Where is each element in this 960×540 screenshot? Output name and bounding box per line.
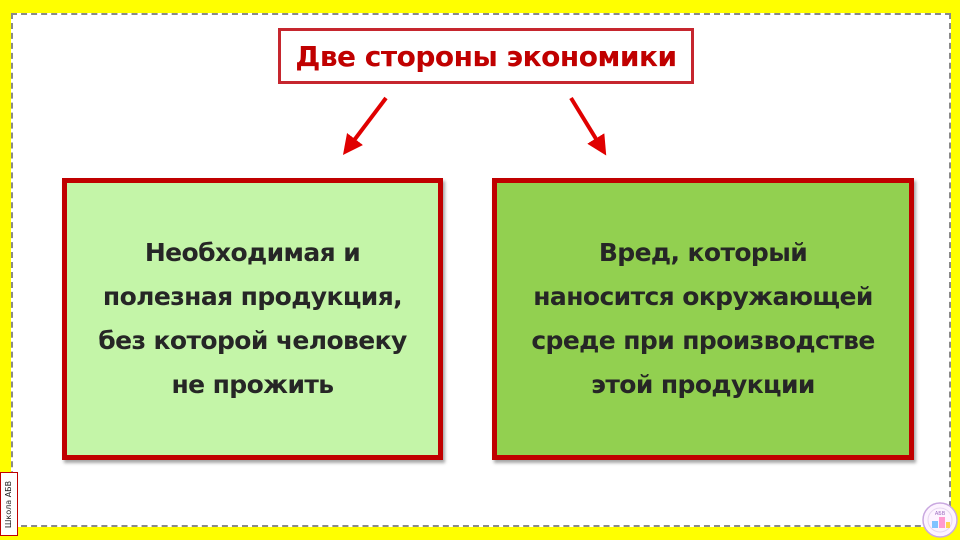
title-box: Две стороны экономики [278, 28, 694, 84]
environmental-harm-line: наносится окружающей [533, 282, 873, 311]
useful-products-text: Необходимая и полезная продукция, без ко… [98, 231, 407, 407]
useful-products-box: Необходимая и полезная продукция, без ко… [62, 178, 443, 460]
useful-products-line: без которой человеку [98, 326, 407, 355]
environmental-harm-text: Вред, который наносится окружающей среде… [531, 231, 875, 407]
school-logo-text: Школа АБВ [4, 480, 14, 528]
page-title: Две стороны экономики [295, 39, 677, 73]
school-seal-icon: АБВ [922, 502, 958, 538]
school-logo-side: Школа АБВ [0, 472, 18, 536]
environmental-harm-line: Вред, который [598, 238, 808, 267]
school-seal-text: АБВ [935, 511, 946, 517]
useful-products-line: не прожить [171, 370, 335, 399]
useful-products-line: полезная продукция, [102, 282, 403, 311]
environmental-harm-line: этой продукции [591, 370, 815, 399]
environmental-harm-line: среде при производстве [531, 326, 875, 355]
environmental-harm-box: Вред, который наносится окружающей среде… [492, 178, 914, 460]
useful-products-line: Необходимая и [144, 238, 361, 267]
